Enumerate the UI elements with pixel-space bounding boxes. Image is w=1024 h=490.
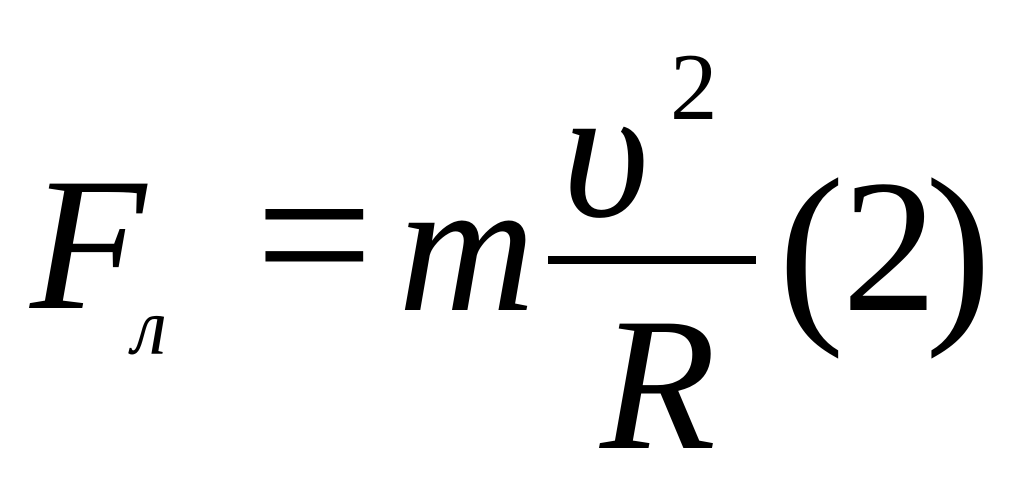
fraction-numerator: υ	[562, 48, 650, 258]
label-open-paren: (	[778, 139, 845, 360]
force-subscript: л	[132, 284, 167, 372]
equation: F л = m υ 2 R ( 2 )	[30, 34, 992, 481]
fraction-denominator: R	[600, 280, 717, 490]
fraction-bar	[548, 256, 756, 264]
mass-symbol: m	[398, 142, 536, 352]
force-symbol: F	[30, 140, 147, 350]
equation-number: 2	[842, 142, 937, 352]
numerator-exponent: 2	[670, 34, 718, 140]
label-close-paren: )	[925, 139, 992, 360]
equals-sign: =	[255, 119, 374, 351]
